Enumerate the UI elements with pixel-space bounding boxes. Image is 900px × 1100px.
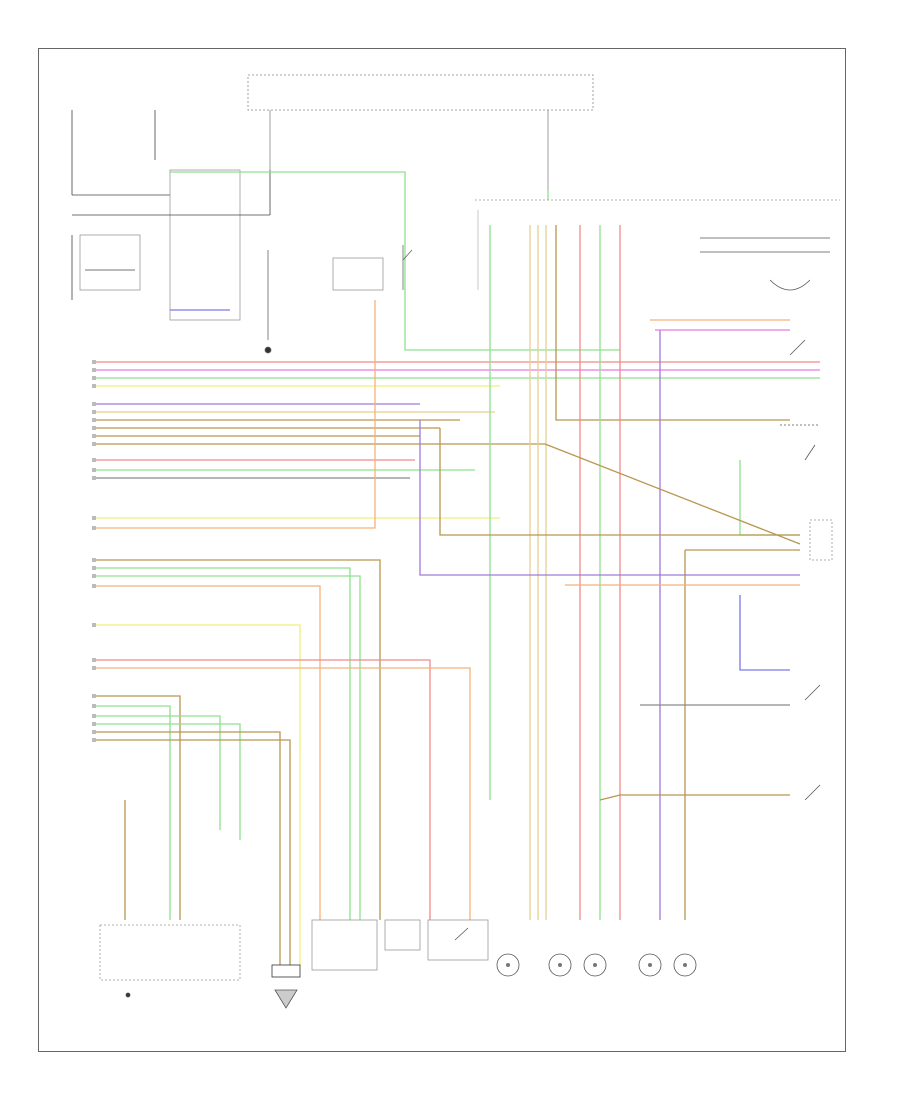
sensor-center-icon [683, 963, 687, 967]
harness-wire [544, 443, 801, 545]
sensor-row [496, 953, 697, 977]
connector-pin-icon [92, 566, 96, 570]
harness-wire [95, 300, 376, 529]
connector-pin-icon [92, 402, 96, 406]
sensor-center-icon [648, 963, 652, 967]
connector-pin-icon [92, 704, 96, 708]
connector-pin-icon [92, 623, 96, 627]
sensor-center-icon [506, 963, 510, 967]
harness-wire [95, 585, 321, 920]
connector-pin-icon [92, 558, 96, 562]
connector-pin-icon [92, 458, 96, 462]
sensor-circle-icon [583, 953, 607, 977]
harness-wire [95, 667, 471, 920]
connector-pin-icon [92, 442, 96, 446]
harness-wire [739, 595, 790, 671]
ignition-relay-section [71, 110, 271, 321]
ecm-connector-pins [92, 360, 96, 742]
harness-wire [95, 624, 301, 965]
connector-pin-icon [92, 360, 96, 364]
connector-pin-icon [92, 426, 96, 430]
connector-pin-icon [92, 384, 96, 388]
connector-pin-icon [92, 418, 96, 422]
harness-wire [95, 559, 381, 920]
harness-wire [95, 731, 281, 965]
harness-wire [95, 575, 361, 920]
harness-wire [419, 420, 800, 576]
connector-pin-icon [92, 410, 96, 414]
sensor-circle-icon [548, 953, 572, 977]
connector-pin-icon [92, 476, 96, 480]
wire-harness [95, 171, 820, 965]
connector-pin-icon [92, 666, 96, 670]
middle-components [264, 199, 840, 354]
connector-pin-icon [92, 368, 96, 372]
harness-wire [95, 695, 181, 920]
right-components [700, 237, 833, 801]
sensor-circle-icon [496, 953, 520, 977]
sensor-center-icon [593, 963, 597, 967]
harness-wire [95, 705, 171, 920]
connector-pin-icon [92, 714, 96, 718]
connector-pin-icon [92, 468, 96, 472]
sensor-circle-icon [638, 953, 662, 977]
connector-pin-icon [92, 738, 96, 742]
harness-wire [170, 171, 620, 351]
harness-wire [599, 794, 790, 801]
harness-wire [95, 715, 221, 830]
connector-pin-icon [92, 574, 96, 578]
connector-pin-icon [92, 376, 96, 380]
connector-pin-icon [92, 658, 96, 662]
bottom-components [99, 919, 489, 1009]
connector-pin-icon [92, 730, 96, 734]
fuse-relay-box [247, 74, 594, 190]
harness-wire [95, 567, 351, 920]
sensor-center-icon [558, 963, 562, 967]
harness-wire [439, 428, 800, 536]
connector-pin-icon [92, 584, 96, 588]
connector-pin-icon [92, 694, 96, 698]
connector-pin-icon [92, 516, 96, 520]
connector-pin-icon [92, 526, 96, 530]
diagram-frame [38, 48, 846, 1052]
harness-wire [95, 723, 241, 840]
harness-wire [95, 659, 431, 920]
harness-wire [95, 739, 291, 965]
harness-wire [555, 225, 790, 421]
connector-pin-icon [92, 722, 96, 726]
sensor-circle-icon [673, 953, 697, 977]
connector-pin-icon [92, 434, 96, 438]
